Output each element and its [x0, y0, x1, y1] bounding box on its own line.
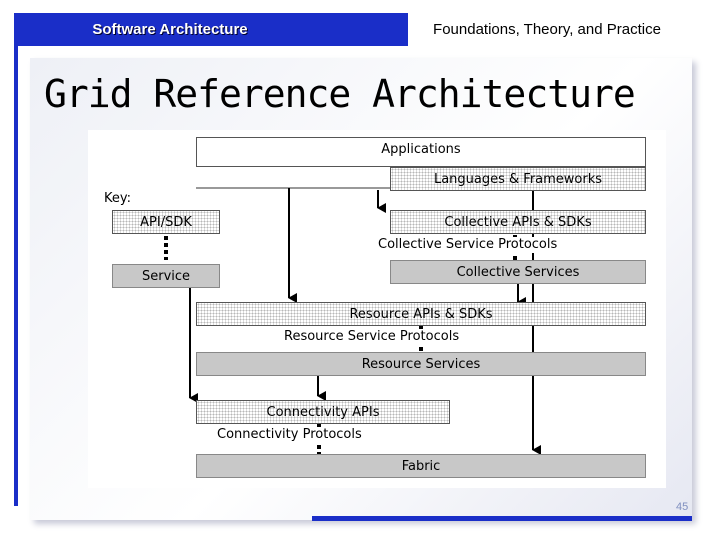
key-service-box: Service: [112, 264, 220, 288]
collective-protocols-label: Collective Service Protocols: [376, 237, 560, 253]
collective-apis-box: Collective APIs & SDKs: [390, 210, 646, 234]
key-api-sdk-box: API/SDK: [112, 210, 220, 234]
resource-services-box: Resource Services: [196, 352, 646, 376]
languages-frameworks-box: Languages & Frameworks: [390, 167, 646, 191]
header-left-title: Software Architecture: [92, 21, 248, 38]
connectivity-apis-box: Connectivity APIs: [196, 400, 450, 424]
left-rule: [14, 46, 18, 506]
page-number: 45: [676, 501, 689, 513]
collective-services-box: Collective Services: [390, 260, 646, 284]
fabric-box: Fabric: [196, 454, 646, 478]
applications-box: Applications: [196, 137, 646, 167]
bottom-rule: [312, 516, 692, 521]
applications-label: Applications: [381, 141, 461, 157]
resource-apis-box: Resource APIs & SDKs: [196, 302, 646, 326]
resource-protocols-label: Resource Service Protocols: [282, 329, 462, 345]
architecture-diagram: Applications Languages & Frameworks Key:…: [88, 130, 666, 488]
header-right-title: Foundations, Theory, and Practice: [406, 13, 686, 46]
connectivity-protocols-label: Connectivity Protocols: [215, 427, 364, 443]
slide-title: Grid Reference Architecture: [44, 72, 636, 116]
key-label: Key:: [102, 191, 134, 207]
